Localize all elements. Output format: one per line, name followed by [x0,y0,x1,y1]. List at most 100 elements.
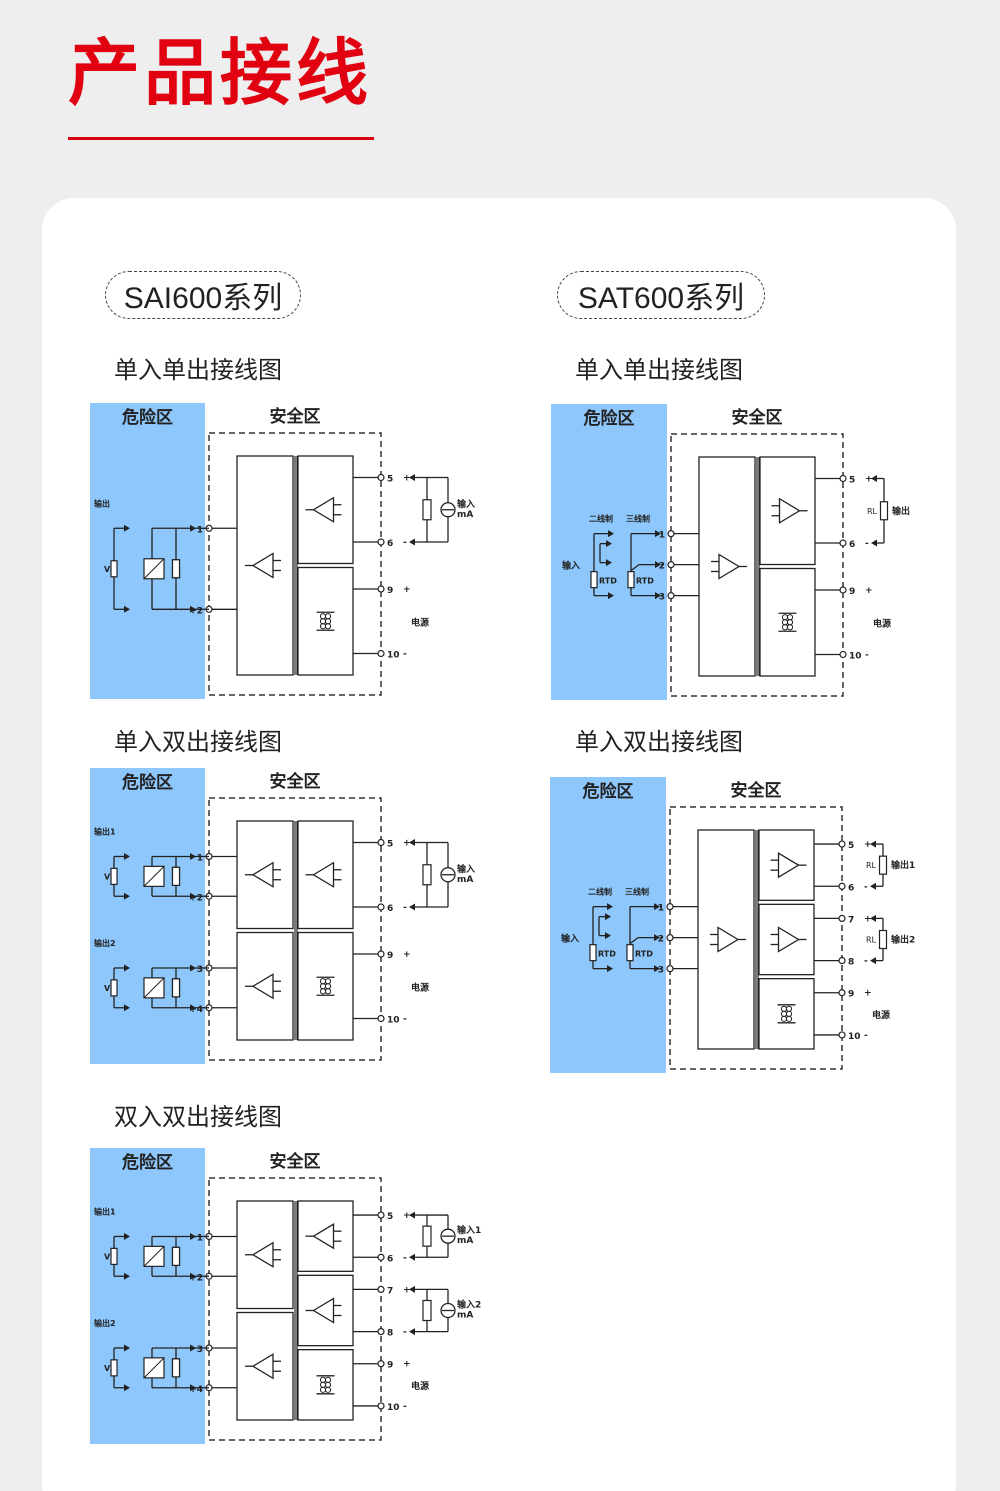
load-resistor-icon [878,929,888,950]
terminal-number: 10 [387,1016,400,1026]
terminal-node [377,950,385,958]
voltage-label: V [104,1252,111,1261]
terminal-sign: + [403,1211,411,1221]
terminal-number: 8 [848,958,854,968]
output-channel-label: 输出1 [94,826,116,836]
terminal-number: +2 [189,893,203,903]
terminal-number: 5 [849,476,855,486]
terminal-sign: - [864,957,868,967]
terminal-sign: + [403,585,411,595]
tx-coil [785,1015,793,1022]
terminal-number: 3 [658,966,664,976]
transmitter-diagonal [143,866,165,887]
amp-triangle [251,1353,274,1380]
input-label: 输入 [561,933,579,945]
arrow-icon [409,474,415,481]
amplifier-out-icon [771,497,808,524]
voltage-load-icon [110,560,118,578]
arrow-icon [124,524,130,532]
terminal-sign: - [403,903,407,913]
diagram-title-sai-single-single: 单入单出接线图 [114,356,282,384]
terminal-sign: - [864,882,868,892]
arrow-icon [409,538,415,546]
hart-resistor-icon [422,499,432,521]
amplifier-out-icon [770,926,807,953]
load-resistor-icon [878,855,888,875]
rtd-label: RTD [598,950,616,959]
transmitter-diagonal [143,1357,165,1379]
terminal-number: 10 [849,652,862,662]
amp-triangle [312,1223,335,1250]
rtd-sensor-icon [590,571,598,589]
hazard-zone [550,777,666,1073]
terminal-node [839,586,847,594]
tx-coil [786,624,794,631]
arrow-icon [870,914,876,922]
terminal-node [377,649,385,658]
load-label: 输入1 [457,1224,481,1236]
terminal-number: +2 [189,1273,203,1283]
hazard-zone [90,768,205,1064]
terminal-sign: - [864,1031,868,1041]
terminal-node [667,561,675,569]
input-module-block [698,456,756,677]
arrow-icon [190,524,196,532]
diagram-title-sai-single-dual: 单入双出接线图 [114,728,282,756]
safe-zone-boundary [208,797,382,1061]
amplifier-out-icon [710,926,746,953]
terminal-sign: + [403,1360,411,1370]
amplifier-in-icon [245,552,281,579]
terminal-number: - 3 [190,1345,203,1355]
amp-triangle [251,973,274,1000]
load-unit-label: mA [457,1311,473,1321]
load-label: 输出2 [891,934,915,946]
arrow-icon [124,605,130,613]
arrow-icon [409,1328,415,1336]
voltage-label: V [104,1364,111,1373]
terminal-node [838,1031,846,1039]
terminal-node [377,838,385,847]
arrow-icon [605,932,611,940]
hart-resistor-icon [171,1246,181,1266]
safe-zone-boundary [670,433,844,697]
amp-triangle [251,1241,274,1268]
terminal-node [377,585,385,593]
tx-coil [324,1386,332,1393]
transmitter-diagonal [143,558,165,580]
rtd-sensor-icon [589,944,597,962]
amp-triangle [312,496,335,523]
terminal-sign: + [403,839,411,849]
arrow-icon [655,561,661,569]
terminal-number: 7 [387,1286,393,1296]
terminal-number: 6 [387,904,393,914]
transformer-icon [316,611,335,631]
terminal-number: 5 [387,840,393,850]
arrow-icon [409,1285,415,1293]
safe-zone-boundary [669,806,843,1070]
output-module-block [297,1200,354,1272]
hazard-zone-label: 危险区 [121,407,173,428]
terminal-node [667,592,675,600]
arrow-icon [654,903,660,911]
output-channel-label: 输出2 [94,1318,116,1328]
terminal-number: 9 [848,990,854,1000]
terminal-node [666,965,674,973]
hazard-zone [551,404,667,700]
terminal-number: 7 [848,915,854,925]
terminal-node [666,934,674,942]
terminal-number: 6 [387,1254,393,1264]
tx-coil [324,988,332,995]
terminal-node [838,840,846,848]
terminal-number: 6 [848,883,854,893]
terminal-node [377,1211,385,1219]
series-badge-sat600: SAT600系列 [557,271,765,319]
terminal-sign: + [865,475,873,485]
arrow-icon [124,1232,130,1240]
terminal-number: 10 [387,651,400,661]
power-label: 电源 [873,617,891,629]
arrow-icon [124,1384,130,1392]
